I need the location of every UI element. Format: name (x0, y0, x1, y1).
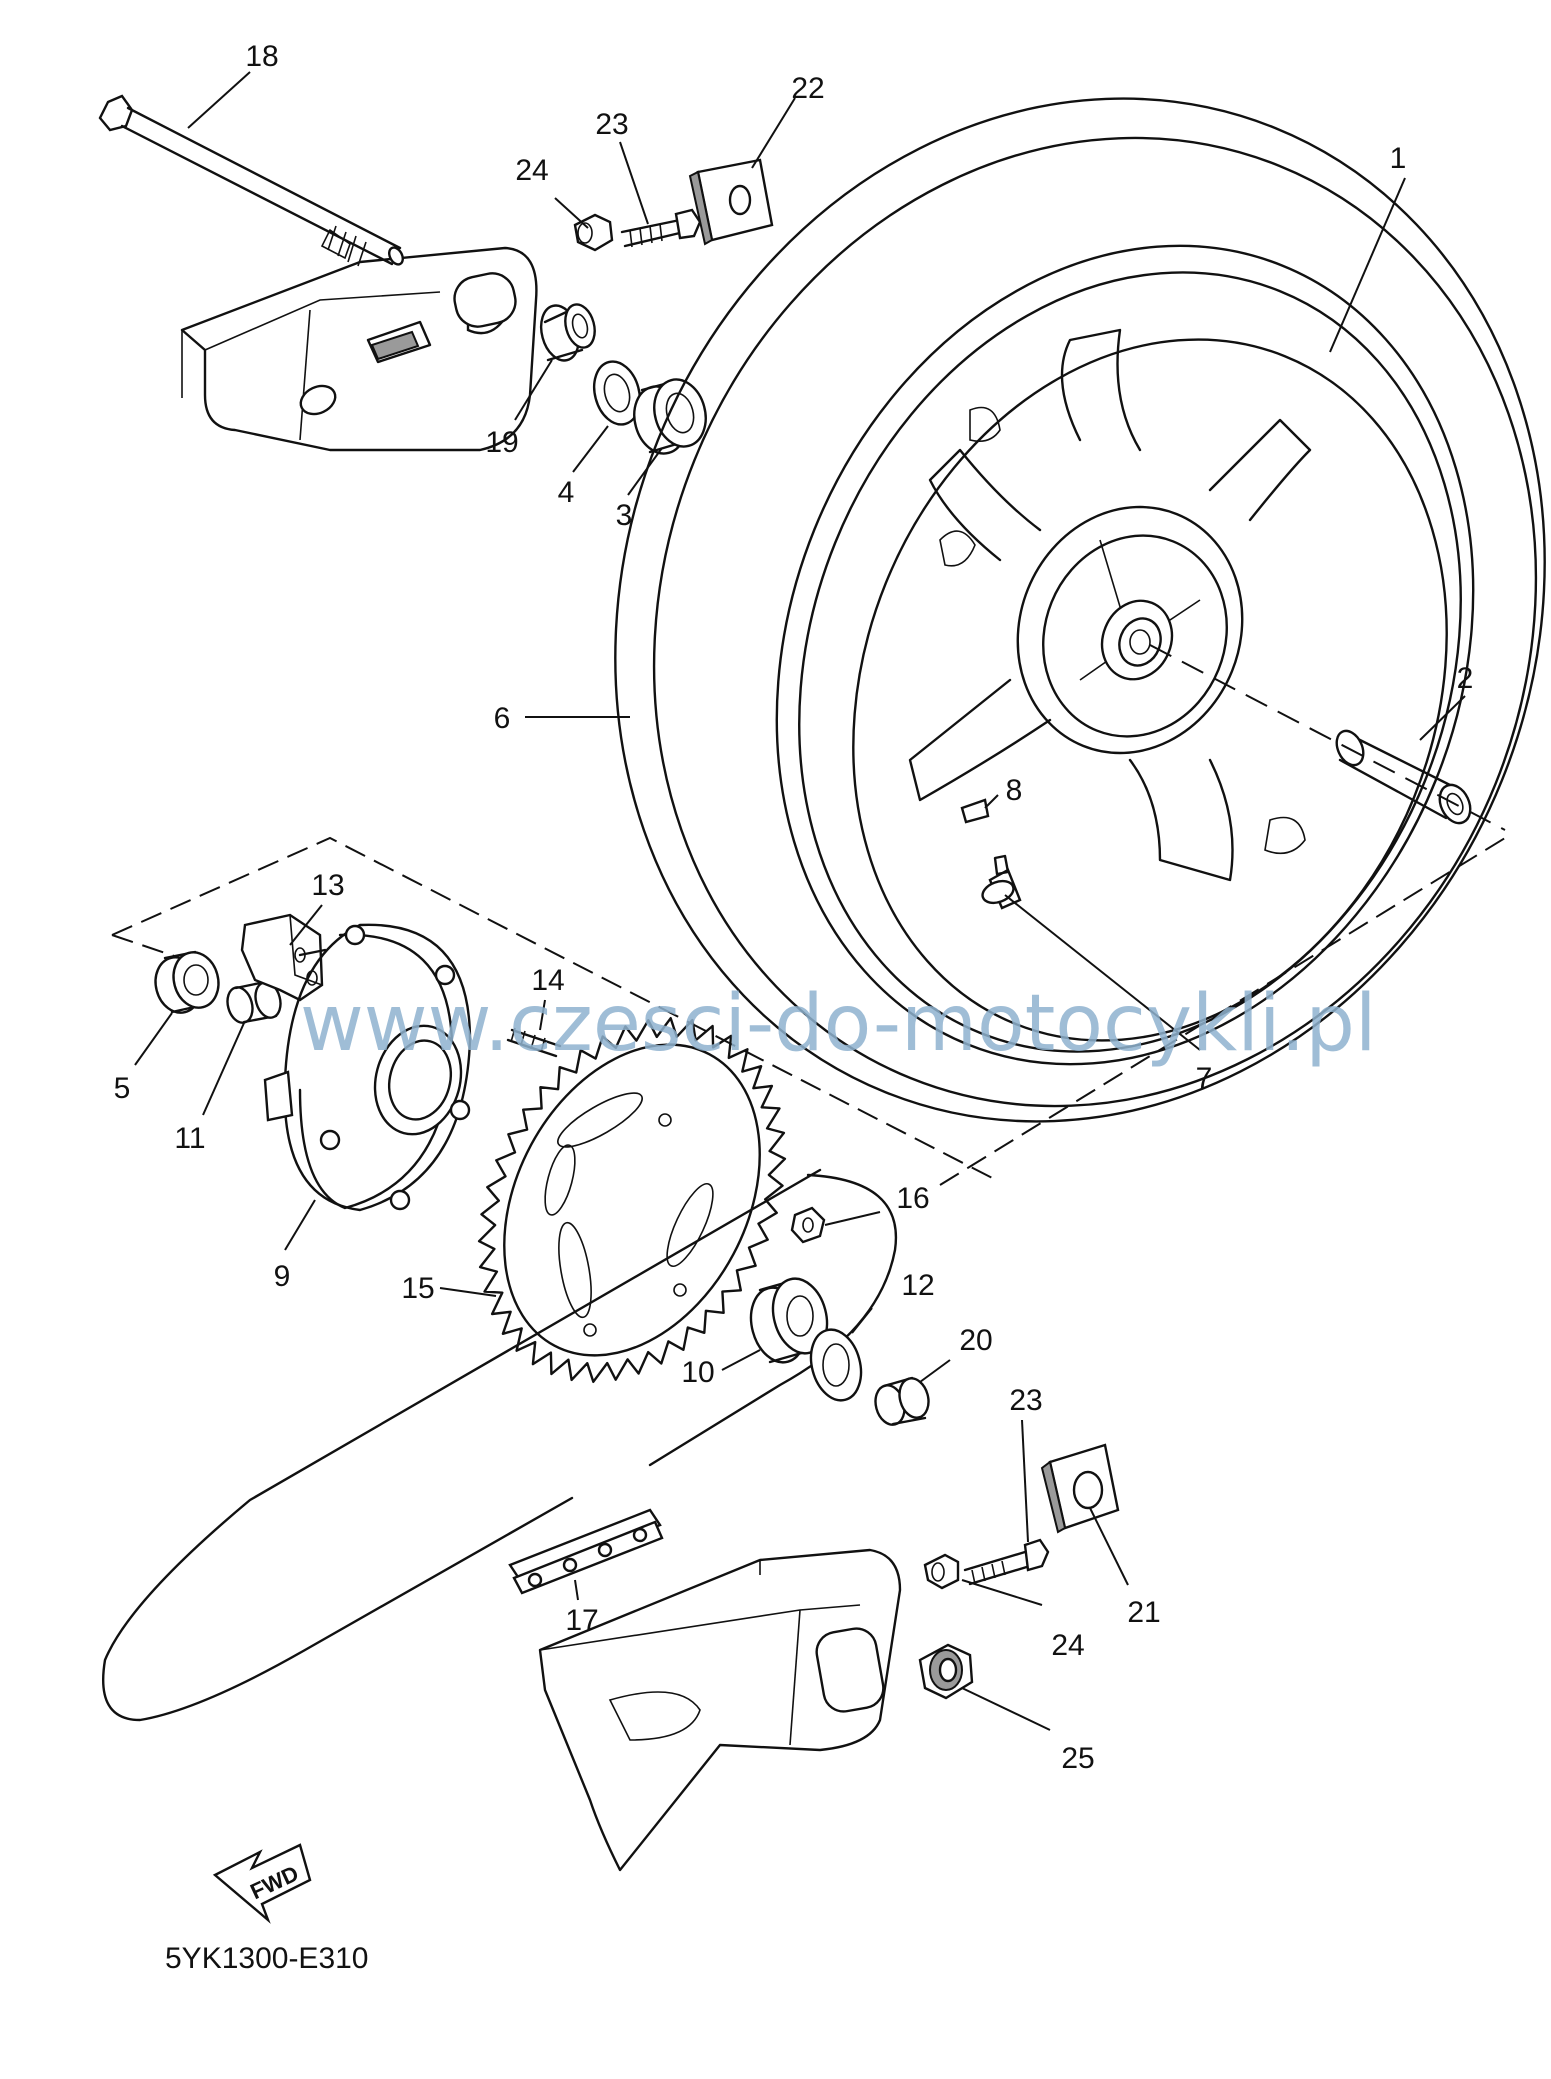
assembly-frame-left (111, 934, 181, 959)
nut-part-24-lower (923, 1553, 960, 1590)
chain-links-part-17 (508, 1508, 664, 1595)
callout-9: 9 (274, 1260, 291, 1293)
adjuster-plate-part-21 (1040, 1443, 1120, 1534)
callout-24-lower: 24 (1051, 1629, 1084, 1662)
bearing-part-3 (633, 378, 707, 455)
callout-11: 11 (174, 1122, 205, 1155)
bearing-part-5 (154, 950, 220, 1014)
rear-axle-part-18 (98, 94, 404, 267)
collar-part-11 (226, 980, 282, 1024)
sprocket-part-15 (477, 1017, 787, 1383)
swingarm-right-part (538, 1548, 902, 1872)
callout-5: 5 (114, 1072, 131, 1105)
callout-3: 3 (616, 499, 633, 532)
bearing-part-10 (749, 1277, 829, 1364)
watermark-text: www.czesci-do-motocykli.pl (300, 979, 1377, 1069)
callout-21: 21 (1127, 1596, 1160, 1629)
callout-4: 4 (558, 476, 575, 509)
sprocket-hub-part-9 (263, 923, 472, 1212)
oil-seal-part-4 (592, 360, 642, 426)
leader-lines (134, 71, 1466, 1731)
callout-14: 14 (531, 964, 564, 997)
callout-18: 18 (245, 40, 278, 73)
assembly-frame-right (939, 837, 1506, 1186)
collar-part-19 (539, 303, 596, 362)
callout-6: 6 (494, 702, 511, 735)
callout-7: 7 (1196, 1062, 1213, 1095)
collar-part-20 (874, 1376, 930, 1426)
damper-part-13 (240, 913, 327, 1002)
nut-part-25 (918, 1643, 974, 1700)
callout-13: 13 (311, 869, 344, 902)
callout-23-lower: 23 (1009, 1384, 1042, 1417)
rear-wheel-part-6 (614, 97, 1546, 1123)
drive-chain-loop (102, 1168, 898, 1722)
stud-bolt-part-14 (506, 1027, 562, 1058)
callout-17: 17 (565, 1604, 598, 1637)
callout-24-upper: 24 (515, 154, 548, 187)
callout-25: 25 (1061, 1742, 1094, 1775)
bolt-part-23-lower (963, 1538, 1050, 1586)
forward-arrow: FWD (212, 1843, 312, 1924)
nut-part-16 (790, 1206, 826, 1244)
callout-10: 10 (681, 1356, 714, 1389)
collar-part-2 (1335, 729, 1472, 825)
callout-2: 2 (1457, 662, 1474, 695)
callout-12: 12 (901, 1269, 934, 1302)
callout-15: 15 (401, 1272, 434, 1305)
callout-1: 1 (1390, 142, 1407, 175)
callout-19: 19 (485, 426, 518, 459)
callout-16: 16 (896, 1182, 929, 1215)
drawing-code: 5YK1300-E310 (165, 1942, 369, 1975)
callout-8: 8 (1006, 774, 1023, 807)
oil-seal-part-12 (809, 1328, 863, 1402)
callout-labels: 1 2 3 4 5 6 7 8 9 10 11 12 13 14 15 16 1… (114, 40, 1474, 1775)
callout-23-upper: 23 (595, 108, 628, 141)
callout-20: 20 (959, 1324, 992, 1357)
bolt-part-23-upper (620, 208, 702, 248)
swingarm-left-part (180, 246, 538, 452)
assembly-frame-top (111, 836, 1001, 1183)
adjuster-plate-part-22 (688, 158, 774, 246)
axle-centerline (1149, 644, 1506, 831)
callout-22: 22 (791, 72, 824, 105)
